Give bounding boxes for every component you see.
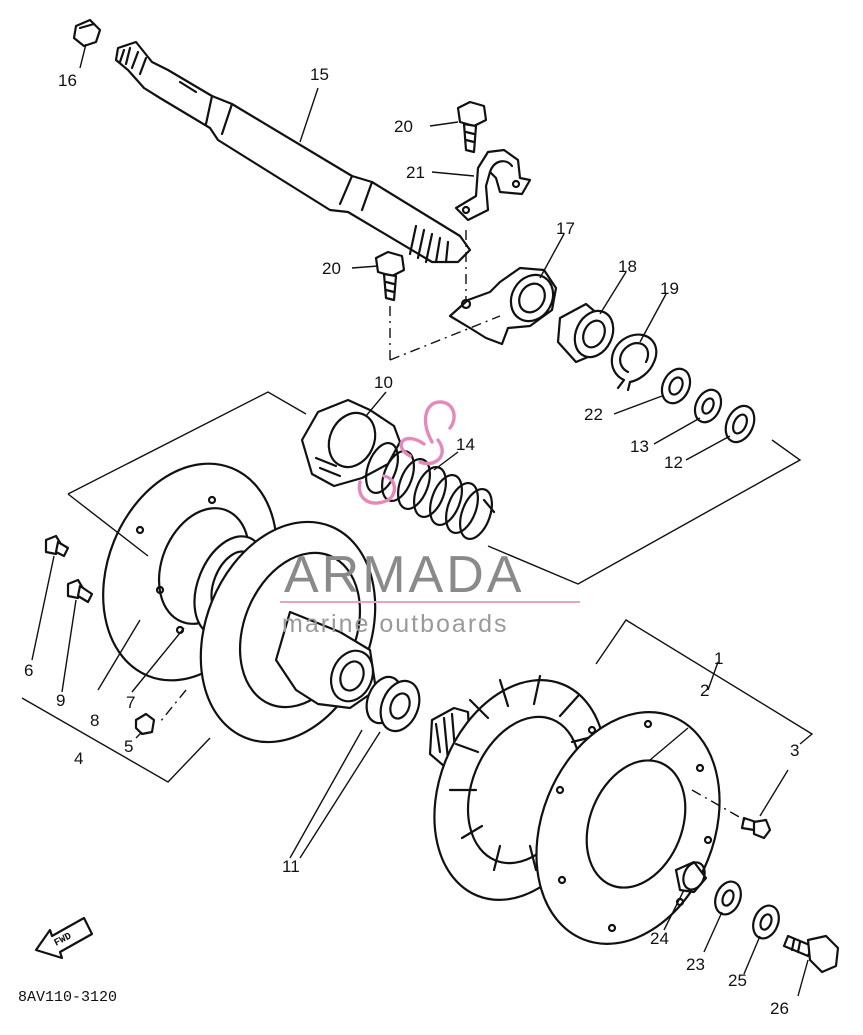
watermark-tagline: marine outboards: [282, 610, 509, 638]
part-label-24: 24: [650, 929, 669, 948]
part-10-spring-retainer: [300, 398, 402, 488]
part-label-13: 13: [630, 437, 649, 456]
part-label-9: 9: [56, 691, 65, 710]
part-label-3: 3: [790, 741, 799, 760]
part-label-11: 11: [282, 857, 300, 876]
part-9-screw: [66, 578, 94, 604]
part-label-16: 16: [58, 71, 77, 90]
assembly-centerlines: [159, 230, 749, 823]
part-label-17: 17: [556, 219, 575, 238]
armada-logo-icon: [399, 400, 456, 466]
part-21-bearing-cap: [454, 148, 532, 222]
part-label-4: 4: [74, 749, 83, 768]
watermark-brand: ARMADA: [284, 546, 524, 604]
part-20-bolt-upper: [456, 100, 488, 154]
bracket-lines: [21, 391, 814, 783]
part-number-labels: 16 15 20 21 20 17 18 19 22 13 12 10 14 6…: [24, 65, 799, 1018]
part-label-23: 23: [686, 955, 705, 974]
part-label-25: 25: [728, 971, 747, 990]
part-12-washer: [724, 404, 756, 444]
part-label-12: 12: [664, 453, 683, 472]
part-label-21: 21: [406, 163, 425, 182]
part-20-bolt-lower: [374, 250, 406, 302]
part-label-19: 19: [660, 279, 679, 298]
part-3-screw: [740, 816, 772, 840]
part-15-drive-shaft: [114, 40, 472, 264]
part-6-screw: [44, 534, 70, 558]
part-label-10: 10: [374, 373, 393, 392]
part-13-spring-washer: [693, 388, 723, 424]
part-19-circlip: [610, 333, 658, 392]
part-label-15: 15: [310, 65, 329, 84]
part-label-14: 14: [456, 435, 475, 454]
leader-lines: [31, 43, 809, 997]
part-23-washer: [714, 880, 742, 916]
fwd-arrow: FWD: [34, 916, 94, 960]
part-24-bushing: [674, 860, 708, 894]
part-label-20-lower: 20: [322, 259, 341, 278]
part-label-5: 5: [124, 737, 133, 756]
part-label-18: 18: [618, 257, 637, 276]
part-label-22: 22: [584, 405, 603, 424]
part-26-bolt: [782, 934, 840, 974]
part-11-collar: [365, 675, 421, 733]
armada-watermark: ARMADA marine outboards: [280, 400, 580, 638]
part-label-20-upper: 20: [394, 117, 413, 136]
part-18-ball-bearing: [556, 302, 615, 364]
part-label-8: 8: [90, 711, 99, 730]
part-4-sliding-sheave: [199, 520, 378, 744]
part-label-1: 1: [714, 649, 723, 668]
part-label-6: 6: [24, 661, 33, 680]
fwd-arrow-icon: [34, 916, 94, 960]
part-25-washer: [752, 904, 780, 940]
drawing-code: 8AV110-3120: [18, 989, 117, 1006]
armada-logo-hook: [357, 474, 396, 505]
part-label-2: 2: [700, 681, 709, 700]
part-label-7: 7: [126, 693, 135, 712]
part-2-sheave-cover: [535, 711, 721, 945]
part-16-shaft-cap: [72, 18, 102, 48]
part-5-slider: [134, 712, 156, 736]
part-22-washer: [660, 367, 692, 405]
part-label-26: 26: [770, 999, 789, 1018]
